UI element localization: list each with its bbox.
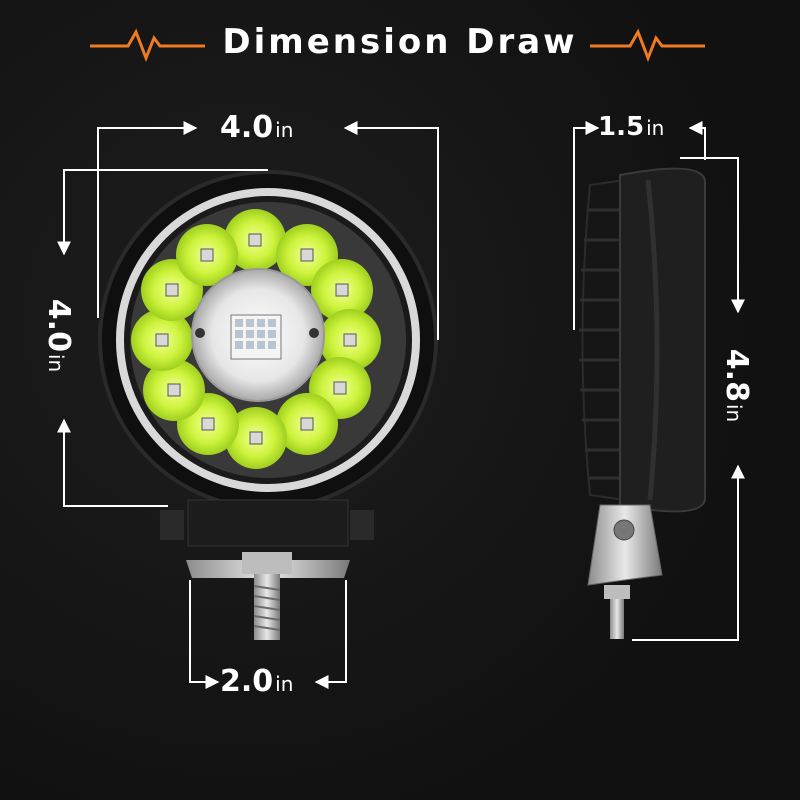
heartbeat-icon [90,28,205,63]
side-height-label: 4.8in [719,348,755,423]
side-height-dimension [632,157,745,641]
front-width-dimension [97,121,439,340]
front-view-lamp [98,170,438,510]
side-view-lamp [579,167,706,639]
front-height-label: 4.0in [41,298,77,373]
bracket-width-dimension [189,580,347,689]
side-depth-dimension [573,121,706,330]
front-height-dimension [57,169,268,507]
diagram-title: Dimension Draw [222,22,578,62]
heartbeat-icon [590,28,705,63]
front-mount-bracket [160,499,374,640]
